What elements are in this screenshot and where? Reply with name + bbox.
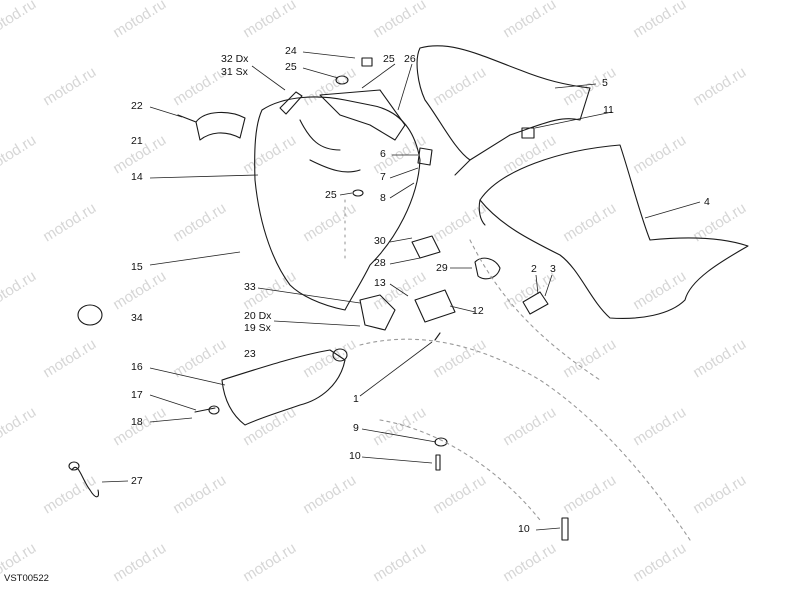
spring-clip-part-27 xyxy=(71,466,100,498)
tank-handle-part-32 xyxy=(279,91,303,115)
bracket-part-33 xyxy=(359,294,396,331)
callout-31-sx: 31 Sx xyxy=(221,66,248,78)
callout-23: 23 xyxy=(244,348,256,360)
callout-3: 3 xyxy=(550,263,556,275)
washer-part-9 xyxy=(434,437,448,447)
callout-25-mid: 25 xyxy=(325,189,337,201)
callout-8: 8 xyxy=(380,192,386,204)
callout-15: 15 xyxy=(131,261,143,273)
callout-24: 24 xyxy=(285,45,297,57)
callout-25-top-right: 25 xyxy=(383,53,395,65)
callout-10-lower: 10 xyxy=(518,523,530,535)
callout-22: 22 xyxy=(131,100,143,112)
callout-26: 26 xyxy=(404,53,416,65)
bolt-part-10-lower xyxy=(561,517,569,541)
spring-part-6 xyxy=(417,147,433,166)
bracket-part-22 xyxy=(195,111,246,141)
callout-33: 33 xyxy=(244,281,256,293)
ignition-unit-part-12 xyxy=(414,289,456,323)
screw-part-1 xyxy=(434,332,441,341)
cap-part-34 xyxy=(77,304,103,326)
callout-10-upper: 10 xyxy=(349,450,361,462)
callout-7: 7 xyxy=(380,171,386,183)
bolt-part-10-upper xyxy=(435,454,441,471)
seat-part-5 xyxy=(416,45,591,161)
bolt-part-24 xyxy=(361,57,373,67)
callout-9: 9 xyxy=(353,422,359,434)
callout-13: 13 xyxy=(374,277,386,289)
side-cover-part-16 xyxy=(221,349,346,426)
callout-30: 30 xyxy=(374,235,386,247)
fuel-tank-part-14 xyxy=(254,96,421,311)
callout-4: 4 xyxy=(704,196,710,208)
sensor-part-29 xyxy=(474,257,501,280)
callout-28: 28 xyxy=(374,257,386,269)
callout-19-sx: 19 Sx xyxy=(244,322,271,334)
nut-part-25-mid xyxy=(352,189,364,197)
callout-34: 34 xyxy=(131,312,143,324)
callout-14: 14 xyxy=(131,171,143,183)
callout-20-dx: 20 Dx xyxy=(244,310,272,322)
callout-18: 18 xyxy=(131,416,143,428)
bolt-part-17 xyxy=(194,407,216,413)
switch-part-2 xyxy=(522,291,549,315)
callout-5: 5 xyxy=(602,77,608,89)
callout-29: 29 xyxy=(436,262,448,274)
fastener-part-11 xyxy=(521,127,535,139)
tail-fairing-part-4 xyxy=(479,144,749,319)
relay-part-28 xyxy=(411,235,441,259)
drawing-code: VST00522 xyxy=(4,573,49,584)
callout-17: 17 xyxy=(131,389,143,401)
callout-32-dx: 32 Dx xyxy=(221,53,249,65)
rear-bracket-part-26 xyxy=(319,89,406,141)
callout-11: 11 xyxy=(603,104,614,116)
callout-21: 21 xyxy=(131,135,143,147)
nut-part-25-top xyxy=(335,75,349,85)
callout-27: 27 xyxy=(131,475,143,487)
callout-25-top-left: 25 xyxy=(285,61,297,73)
callout-1: 1 xyxy=(353,393,359,405)
callout-2: 2 xyxy=(531,263,537,275)
callout-6: 6 xyxy=(380,148,386,160)
grommet-part-23 xyxy=(332,348,348,362)
callout-12: 12 xyxy=(472,305,484,317)
callout-16: 16 xyxy=(131,361,143,373)
